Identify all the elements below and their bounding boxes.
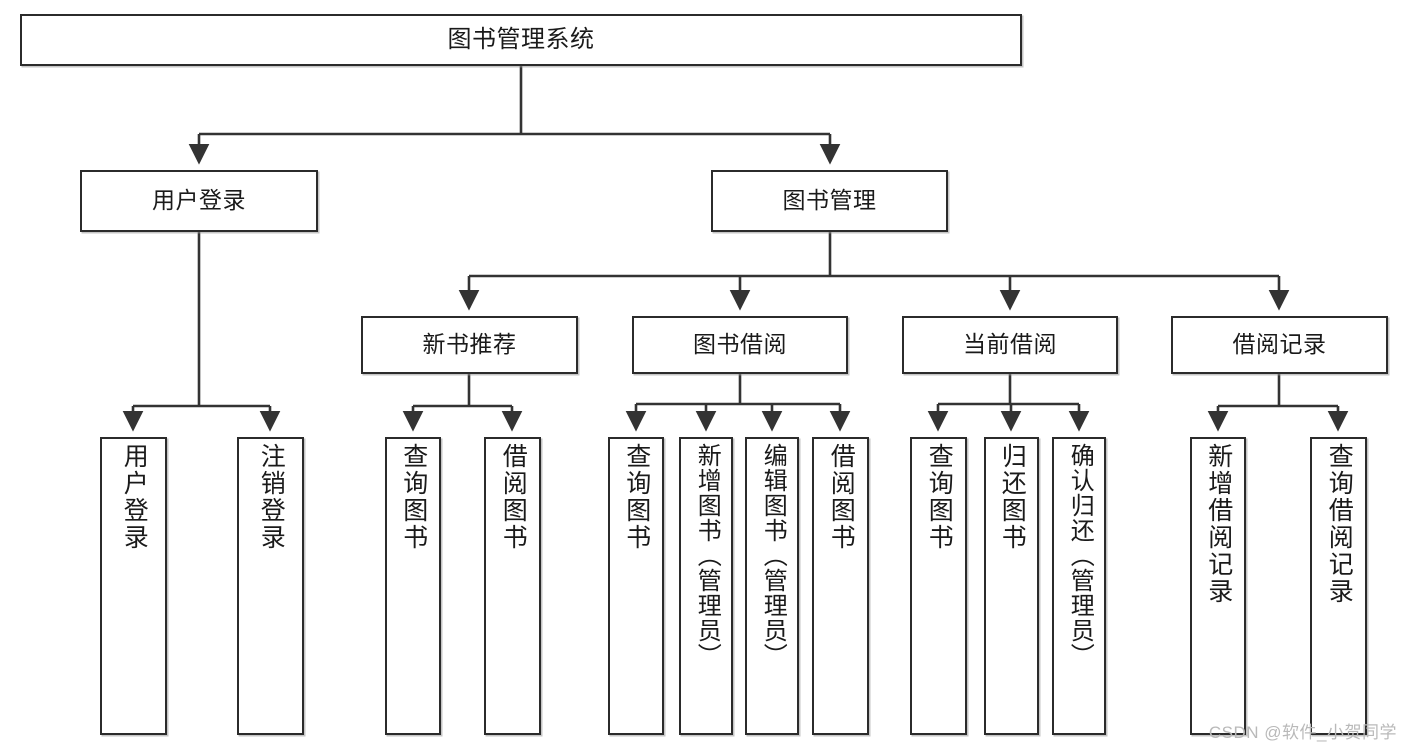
leaf-user-login[interactable]: 用户登录 (100, 437, 167, 735)
node-book-borrow-label: 图书借阅 (693, 331, 787, 358)
node-book-management-label: 图书管理 (782, 187, 877, 214)
leaf-query-book-current[interactable]: 查询图书 (910, 437, 967, 735)
leaf-query-book-newbook-label: 查询图书 (399, 443, 428, 551)
leaf-add-book-admin[interactable]: 新增图书（管理员） (679, 437, 733, 735)
node-borrow-record[interactable]: 借阅记录 (1171, 316, 1388, 374)
leaf-query-book-borrow[interactable]: 查询图书 (608, 437, 664, 735)
node-book-management[interactable]: 图书管理 (711, 170, 948, 232)
leaf-add-borrow-record-label: 新增借阅记录 (1204, 443, 1233, 605)
leaf-return-book-label: 归还图书 (998, 443, 1027, 551)
leaf-borrow-book-label: 借阅图书 (827, 443, 856, 551)
leaf-edit-book-admin[interactable]: 编辑图书（管理员） (745, 437, 799, 735)
node-current-borrow[interactable]: 当前借阅 (902, 316, 1118, 374)
leaf-return-book[interactable]: 归还图书 (984, 437, 1039, 735)
leaf-query-book-newbook[interactable]: 查询图书 (385, 437, 441, 735)
leaf-borrow-book[interactable]: 借阅图书 (812, 437, 869, 735)
leaf-query-book-current-label: 查询图书 (925, 443, 954, 551)
leaf-confirm-return-admin[interactable]: 确认归还（管理员） (1052, 437, 1106, 735)
leaf-query-borrow-record-label: 查询借阅记录 (1325, 443, 1354, 605)
leaf-query-book-borrow-label: 查询图书 (622, 443, 651, 551)
node-new-book-recommend-label: 新书推荐 (422, 331, 517, 358)
node-user-login-label: 用户登录 (152, 187, 246, 214)
leaf-edit-book-admin-label: 编辑图书（管理员） (759, 443, 787, 668)
leaf-add-book-admin-label: 新增图书（管理员） (693, 443, 721, 668)
node-root-label: 图书管理系统 (447, 25, 595, 53)
leaf-confirm-return-admin-label: 确认归还（管理员） (1066, 443, 1094, 668)
node-user-login[interactable]: 用户登录 (80, 170, 318, 232)
leaf-user-logout-label: 注销登录 (257, 443, 286, 551)
watermark: CSDN @软件_小贺同学 (1208, 723, 1397, 742)
node-book-borrow[interactable]: 图书借阅 (632, 316, 848, 374)
node-new-book-recommend[interactable]: 新书推荐 (361, 316, 578, 374)
leaf-query-borrow-record[interactable]: 查询借阅记录 (1310, 437, 1367, 735)
leaf-borrow-book-newbook[interactable]: 借阅图书 (484, 437, 541, 735)
node-root[interactable]: 图书管理系统 (20, 14, 1022, 66)
leaf-user-login-label: 用户登录 (120, 443, 149, 551)
leaf-user-logout[interactable]: 注销登录 (237, 437, 304, 735)
node-borrow-record-label: 借阅记录 (1232, 331, 1327, 358)
leaf-add-borrow-record[interactable]: 新增借阅记录 (1190, 437, 1246, 735)
leaf-borrow-book-newbook-label: 借阅图书 (499, 443, 528, 551)
node-current-borrow-label: 当前借阅 (963, 331, 1057, 358)
